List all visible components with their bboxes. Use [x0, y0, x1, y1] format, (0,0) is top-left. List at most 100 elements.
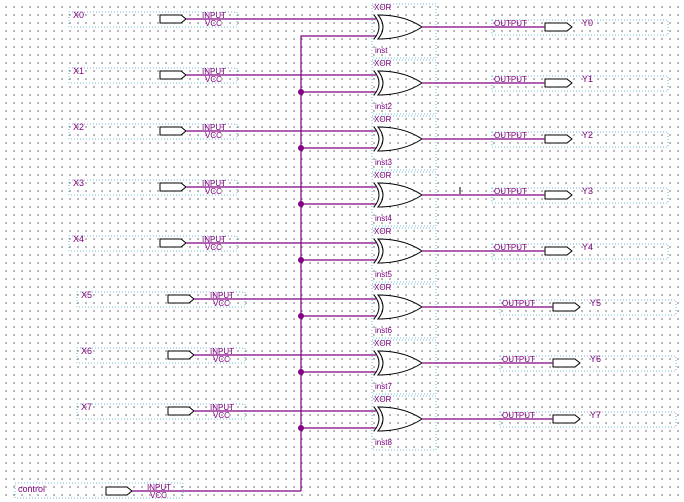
- gate-type-label: XOR: [374, 59, 392, 68]
- input-pin-arrow: [167, 294, 195, 304]
- junction-dot: [298, 313, 304, 319]
- xor-input-curve: [373, 294, 380, 320]
- gate-type-label: XOR: [374, 115, 392, 124]
- output-pin-arrow: [552, 302, 581, 312]
- gate-instance-label: inst5: [375, 270, 392, 279]
- vcc-label: VCC: [205, 131, 222, 140]
- output-type-label: OUTPUT: [494, 131, 527, 140]
- gate-type-label: XOR: [374, 395, 392, 404]
- input-pin-arrow: [167, 406, 195, 416]
- input-pin-box: [76, 403, 246, 420]
- gate-type-label: XOR: [374, 3, 392, 12]
- output-name: Y0: [582, 18, 593, 28]
- input-pin-box: [76, 291, 246, 308]
- vcc-label: VCC: [150, 491, 167, 500]
- gate-box: [371, 227, 437, 283]
- output-pin-arrow: [552, 358, 581, 368]
- output-pin-box: [499, 299, 677, 316]
- input-name: X6: [81, 346, 92, 356]
- gate-type-label: XOR: [374, 339, 392, 348]
- output-pin-box: [491, 243, 669, 260]
- vcc-label: VCC: [205, 187, 222, 196]
- gate-instance-label: inst2: [375, 102, 392, 111]
- vcc-label: VCC: [205, 19, 222, 28]
- xor-input-curve: [373, 126, 380, 152]
- input-pin-arrow: [159, 70, 187, 80]
- output-pin-box: [491, 187, 669, 204]
- input-name: X1: [73, 66, 84, 76]
- input-type-label: INPUT: [210, 347, 234, 356]
- junction-dot: [298, 89, 304, 95]
- junction-dot: [298, 201, 304, 207]
- input-pin-arrow: [167, 350, 195, 360]
- input-name: X5: [81, 290, 92, 300]
- input-pin-box: [68, 179, 238, 196]
- output-pin-arrow: [544, 22, 573, 32]
- gate-box: [371, 283, 437, 339]
- output-name: Y3: [582, 186, 593, 196]
- xor-input-curve: [373, 182, 380, 208]
- vcc-label: VCC: [213, 299, 230, 308]
- xor-input-curve: [373, 14, 380, 40]
- xor-gate-body: [376, 350, 423, 376]
- output-type-label: OUTPUT: [502, 411, 535, 420]
- output-type-label: OUTPUT: [494, 187, 527, 196]
- output-type-label: OUTPUT: [494, 243, 527, 252]
- vcc-label: VCC: [205, 75, 222, 84]
- xor-input-curve: [373, 406, 380, 432]
- gate-box: [371, 115, 437, 171]
- junction-dot: [298, 145, 304, 151]
- xor-input-curve: [373, 238, 380, 264]
- input-type-label: INPUT: [147, 483, 171, 492]
- input-name: X2: [73, 122, 84, 132]
- xor-gate-body: [376, 294, 423, 320]
- output-name: Y1: [582, 74, 593, 84]
- input-name: X7: [81, 402, 92, 412]
- input-type-label: INPUT: [202, 11, 226, 20]
- gate-type-label: XOR: [374, 283, 392, 292]
- output-name: Y2: [582, 130, 593, 140]
- input-pin-box: [68, 67, 238, 84]
- output-pin-box: [491, 19, 669, 36]
- output-name: Y7: [590, 410, 601, 420]
- input-pin-arrow: [159, 14, 187, 24]
- input-type-label: INPUT: [210, 291, 234, 300]
- input-name: X0: [73, 10, 84, 20]
- output-pin-box: [499, 355, 677, 372]
- output-pin-arrow: [544, 134, 573, 144]
- input-pin-arrow: [159, 238, 187, 248]
- input-pin-box: [76, 347, 246, 364]
- output-pin-arrow: [544, 246, 573, 256]
- gate-instance-label: inst4: [375, 214, 392, 223]
- output-type-label: OUTPUT: [494, 75, 527, 84]
- input-pin-box: [68, 123, 238, 140]
- vcc-label: VCC: [213, 355, 230, 364]
- output-type-label: OUTPUT: [502, 299, 535, 308]
- gate-type-label: XOR: [374, 227, 392, 236]
- input-type-label: INPUT: [202, 67, 226, 76]
- output-type-label: OUTPUT: [502, 355, 535, 364]
- xor-gate-body: [376, 126, 423, 152]
- output-type-label: OUTPUT: [494, 19, 527, 28]
- input-type-label: INPUT: [202, 179, 226, 188]
- input-pin-box: [68, 11, 238, 28]
- output-pin-box: [491, 131, 669, 148]
- vcc-label: VCC: [205, 243, 222, 252]
- xor-gate-body: [376, 70, 423, 96]
- xor-input-curve: [373, 350, 380, 376]
- output-name: Y5: [590, 298, 601, 308]
- output-pin-arrow: [544, 190, 573, 200]
- input-pin-arrow: [159, 182, 187, 192]
- gate-instance-label: inst7: [375, 382, 392, 391]
- gate-box: [371, 339, 437, 395]
